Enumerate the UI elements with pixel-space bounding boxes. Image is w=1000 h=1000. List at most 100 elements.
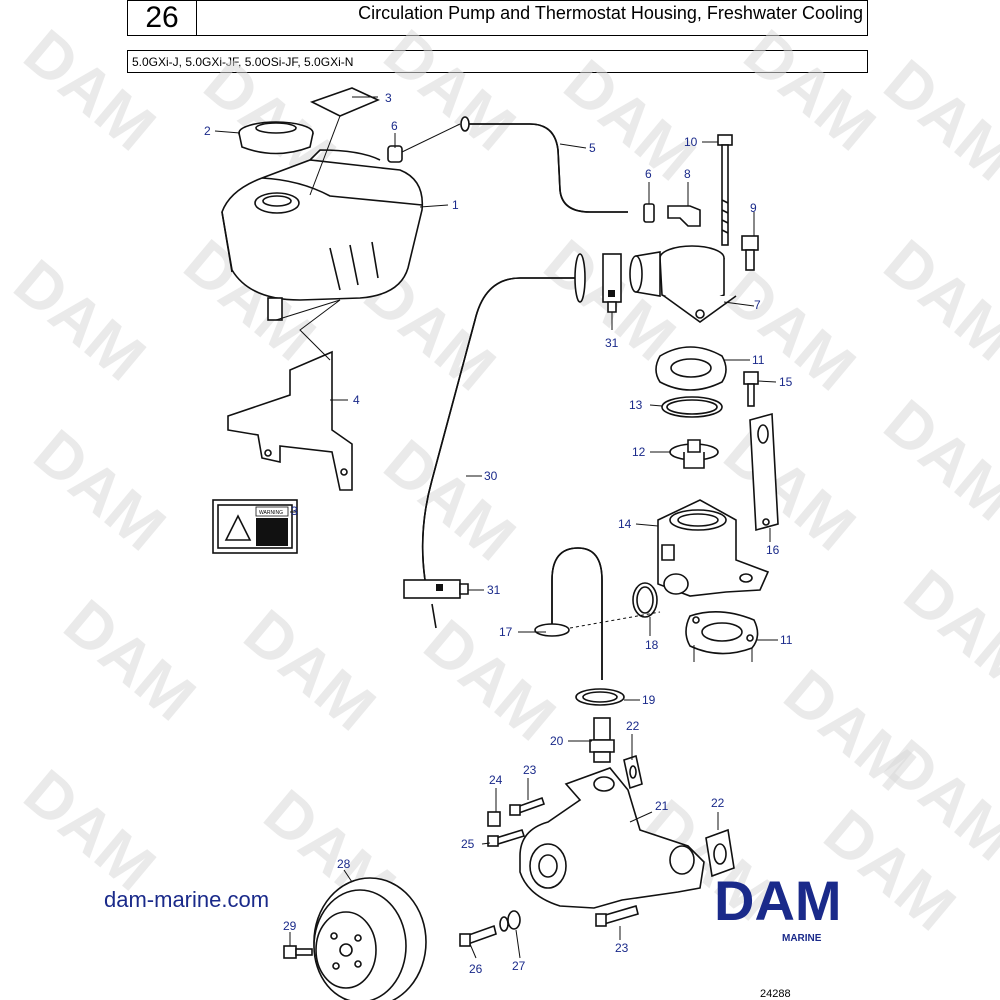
logo-subtext: MARINE <box>782 933 822 944</box>
callout-12: 12 <box>632 445 646 459</box>
callout-27: 27 <box>512 959 526 973</box>
header-box: 26 Circulation Pump and Thermostat Housi… <box>127 0 868 36</box>
watermark: DAM <box>891 556 1000 705</box>
watermark: DAM <box>1 246 159 395</box>
callout-26: 26 <box>469 962 483 976</box>
stud-bolt <box>459 924 497 947</box>
callout-15: 15 <box>779 375 793 389</box>
watermark: DAM <box>11 756 169 905</box>
bypass-hose <box>421 253 586 629</box>
watermark: DAM <box>51 586 209 735</box>
callout-28: 28 <box>337 857 351 871</box>
pipe-fitting <box>589 717 615 763</box>
callout-11: 11 <box>780 633 793 647</box>
washer <box>499 910 521 932</box>
callout-25: 25 <box>461 837 475 851</box>
callout-21: 21 <box>655 799 669 813</box>
hose-clamp-lower <box>403 579 469 599</box>
stud-bolt <box>595 904 639 927</box>
u-hose <box>534 547 661 680</box>
callout-5: 5 <box>589 141 596 155</box>
callout-19: 19 <box>642 693 656 707</box>
watermark: DAM <box>871 46 1000 195</box>
watermark: DAM <box>731 16 889 165</box>
callout-20: 20 <box>550 734 564 748</box>
drawing-number: 24288 <box>760 988 791 1000</box>
watermark: DAM <box>871 386 1000 535</box>
expansion-tank <box>221 149 424 321</box>
callout-3: 3 <box>385 91 392 105</box>
callout-16: 16 <box>766 543 780 557</box>
callout-18: 18 <box>645 638 659 652</box>
gasket-upper <box>655 346 727 391</box>
page-number: 26 <box>128 1 197 35</box>
callout-23: 23 <box>615 941 629 955</box>
hose-clamp <box>643 203 655 223</box>
bolt <box>487 829 526 847</box>
callout-11: 11 <box>752 353 765 367</box>
short-bolt <box>741 235 759 271</box>
warning-label: WARNING <box>212 499 298 554</box>
callout-31: 31 <box>605 336 619 350</box>
tank-hose <box>460 116 628 213</box>
stud-bolt <box>509 796 546 816</box>
gasket-lower <box>685 611 759 655</box>
hose-clamp-upper <box>602 253 622 313</box>
callout-17: 17 <box>499 625 513 639</box>
mounting-bracket <box>227 350 353 491</box>
website-link[interactable]: dam-marine.com <box>104 887 270 912</box>
watermark: DAM <box>371 426 529 575</box>
watermark: DAM <box>11 16 169 165</box>
thermostat-housing-cover <box>629 245 737 323</box>
callout-31: 31 <box>487 583 501 597</box>
hose-clamp <box>387 145 403 163</box>
hose-clamp-ring <box>632 582 658 618</box>
callout-22: 22 <box>626 719 640 733</box>
callout-1: 1 <box>452 198 459 212</box>
callout-4: 4 <box>353 393 360 407</box>
callout-7: 7 <box>754 298 761 312</box>
pump-gasket <box>623 754 643 790</box>
watermark: DAM <box>871 226 1000 375</box>
pulley-bolt <box>283 945 313 959</box>
callout-23: 23 <box>523 763 537 777</box>
pump-hose-clamp <box>575 688 625 706</box>
hose-nipple <box>667 205 701 227</box>
callout-6: 6 <box>391 119 398 133</box>
label-sticker <box>309 87 380 117</box>
callout-6: 6 <box>645 167 652 181</box>
logo-text: DAM <box>714 869 842 932</box>
callout-24: 24 <box>489 773 503 787</box>
callout-10: 10 <box>684 135 698 149</box>
pump-pulley <box>313 877 427 1000</box>
callout-13: 13 <box>629 398 643 412</box>
strap-bolt <box>743 371 759 407</box>
callout-2: 2 <box>204 124 211 138</box>
warning-text: WARNING <box>259 510 283 516</box>
callout-9: 9 <box>750 201 757 215</box>
model-list: 5.0GXi-J, 5.0GXi-JF, 5.0OSi-JF, 5.0GXi-N <box>127 50 868 73</box>
callout-30: 30 <box>484 469 498 483</box>
callout-3: 3 <box>291 504 298 518</box>
pump-gasket <box>705 828 735 878</box>
callout-29: 29 <box>283 919 297 933</box>
callout-8: 8 <box>684 167 691 181</box>
nut <box>487 811 501 827</box>
callout-22: 22 <box>711 796 725 810</box>
watermark-layer: DAM DAM DAM DAM DAM DAM DAM DAM DAM DAM … <box>1 16 1000 945</box>
mounting-strap <box>749 412 779 532</box>
watermark: DAM <box>21 416 179 565</box>
thermostat-housing <box>657 499 770 597</box>
callout-14: 14 <box>618 517 632 531</box>
callout-labels: 1 2 3 3 4 5 6 6 7 8 9 10 11 11 12 13 14 … <box>204 91 793 976</box>
leader-lines <box>214 96 778 959</box>
long-bolt <box>717 134 733 246</box>
watermark: DAM <box>231 596 389 745</box>
dam-marine-logo: DAM MARINE <box>714 869 842 944</box>
thermostat <box>669 439 719 469</box>
page-title: Circulation Pump and Thermostat Housing,… <box>358 3 863 23</box>
filler-cap <box>238 121 314 155</box>
o-ring <box>661 396 723 418</box>
circulation-pump <box>519 767 705 909</box>
